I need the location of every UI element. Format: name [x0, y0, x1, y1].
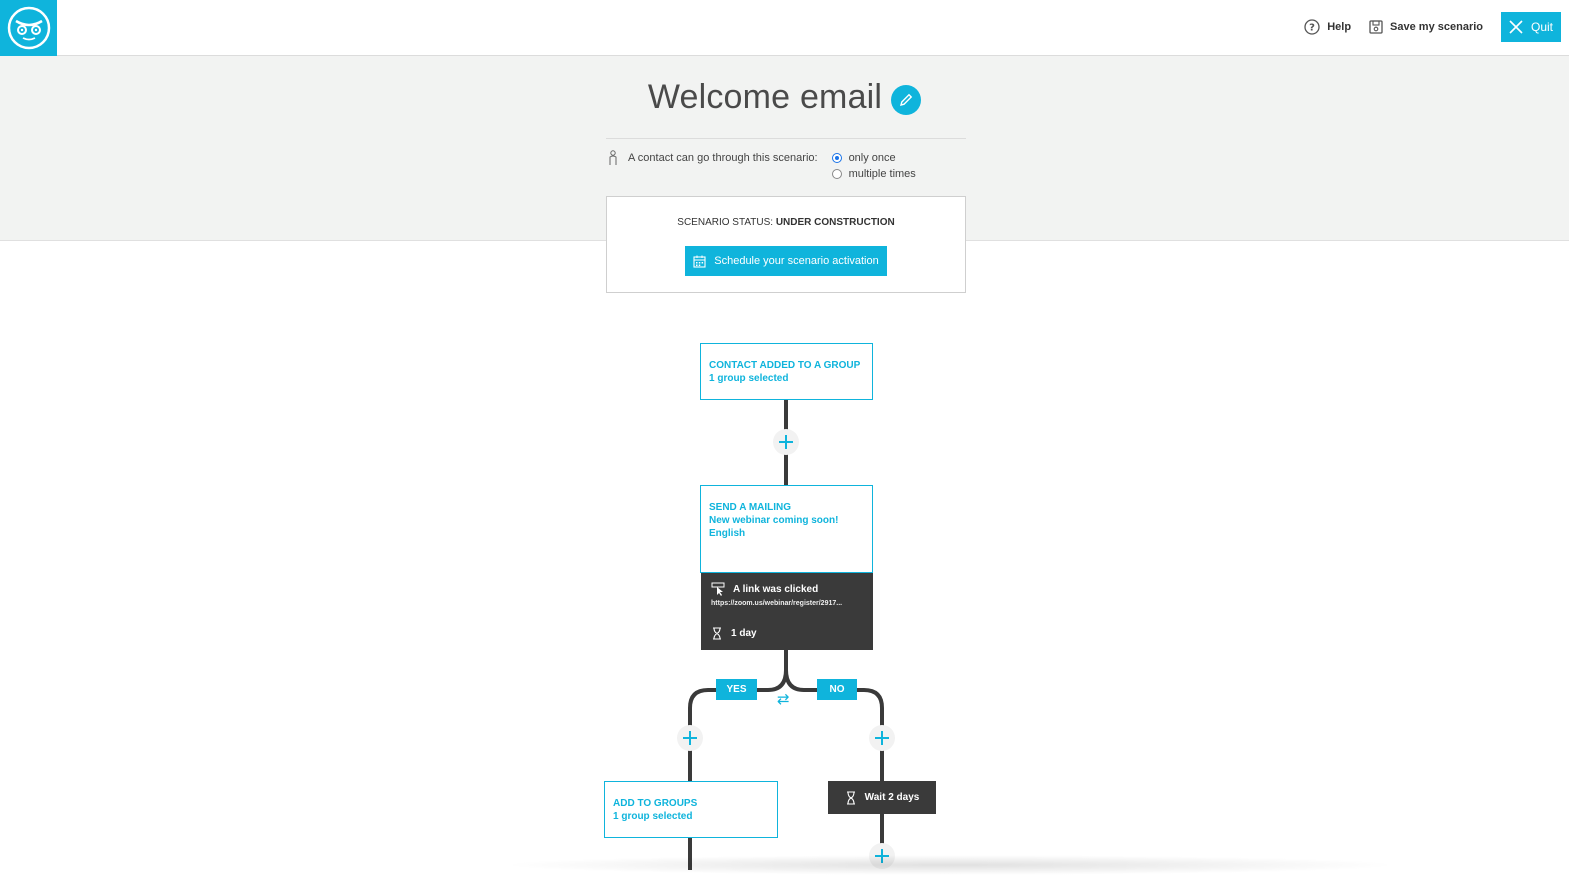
branch-connector	[688, 669, 884, 870]
quit-label: Quit	[1530, 20, 1553, 34]
person-icon	[609, 150, 617, 165]
page-title: Welcome email	[647, 78, 883, 116]
trigger-node[interactable]: CONTACT ADDED TO A GROUP 1 group selecte…	[700, 343, 873, 400]
status-panel: SCENARIO STATUS: UNDER CONSTRUCTION Sche…	[606, 196, 966, 293]
hourglass-icon	[713, 627, 721, 640]
help-icon: ?	[1304, 19, 1320, 35]
edit-title-button[interactable]	[891, 84, 922, 115]
schedule-label: Schedule your scenario activation	[714, 255, 879, 267]
pencil-icon	[900, 93, 913, 106]
swap-icon[interactable]: ⇄	[777, 691, 790, 708]
condition-title-row: A link was clicked	[711, 582, 818, 596]
help-link[interactable]: ? Help	[1304, 12, 1351, 42]
mailing-name: New webinar coming soon!	[709, 515, 839, 526]
radio-once[interactable]	[831, 153, 842, 163]
status-value: UNDER CONSTRUCTION	[775, 217, 895, 228]
condition-url: https://zoom.us/webinar/register/2917...	[711, 600, 843, 607]
calendar-icon	[693, 255, 706, 268]
yes-branch-tag[interactable]: YES	[716, 679, 757, 700]
logo[interactable]	[0, 0, 57, 56]
connector	[784, 650, 788, 672]
save-icon	[1369, 20, 1383, 34]
frequency-label: A contact can go through this scenario:	[628, 152, 818, 164]
send-mailing-node[interactable]: SEND A MAILING New webinar coming soon! …	[700, 485, 873, 573]
plus-icon	[779, 435, 793, 449]
condition-node[interactable]: A link was clicked https://zoom.us/webin…	[701, 573, 873, 650]
radio-option-multiple[interactable]: multiple times	[831, 166, 916, 182]
add-step-button-no[interactable]	[869, 725, 895, 751]
condition-title: A link was clicked	[733, 583, 819, 595]
add-step-button[interactable]	[773, 429, 799, 455]
frequency-radio-group: only once multiple times	[831, 150, 916, 182]
add-step-button-no-2[interactable]	[869, 843, 895, 869]
status-prefix: SCENARIO STATUS:	[677, 217, 776, 228]
plus-icon	[683, 731, 697, 745]
radio-option-once[interactable]: only once	[831, 150, 916, 166]
schedule-activation-button[interactable]: Schedule your scenario activation	[685, 246, 887, 276]
plus-icon	[875, 731, 889, 745]
radio-multiple[interactable]	[831, 169, 842, 179]
add-groups-sub: 1 group selected	[613, 811, 693, 822]
hourglass-icon	[846, 790, 855, 805]
condition-delay-row: 1 day	[711, 627, 757, 640]
no-branch-tag[interactable]: NO	[817, 679, 857, 700]
help-label: Help	[1327, 21, 1352, 33]
close-icon	[1509, 20, 1523, 34]
top-bar: ? Help Save my scenario Quit	[0, 0, 1569, 56]
trigger-sub: 1 group selected	[709, 373, 789, 384]
divider	[606, 138, 966, 139]
owl-logo-icon	[7, 6, 50, 50]
wait-label: Wait 2 days	[864, 792, 920, 803]
frequency-setting: A contact can go through this scenario: …	[608, 150, 916, 182]
plus-icon	[875, 849, 889, 863]
mailing-title: SEND A MAILING	[709, 502, 792, 513]
mailing-language: English	[709, 528, 746, 539]
add-groups-title: ADD TO GROUPS	[613, 798, 698, 809]
add-step-button-yes[interactable]	[677, 725, 703, 751]
condition-delay: 1 day	[731, 628, 757, 639]
radio-multiple-label: multiple times	[848, 168, 916, 180]
add-to-groups-node[interactable]: ADD TO GROUPS 1 group selected	[604, 781, 778, 838]
save-label: Save my scenario	[1390, 21, 1483, 33]
status-text: SCENARIO STATUS: UNDER CONSTRUCTION	[607, 217, 965, 228]
title-area: Welcome email	[0, 78, 1569, 117]
wait-node[interactable]: Wait 2 days	[828, 781, 936, 814]
save-scenario-link[interactable]: Save my scenario	[1369, 12, 1483, 42]
frequency-label-wrap: A contact can go through this scenario:	[608, 150, 818, 166]
trigger-title: CONTACT ADDED TO A GROUP	[709, 360, 861, 371]
quit-button[interactable]: Quit	[1501, 12, 1561, 42]
cursor-link-icon	[711, 582, 725, 596]
svg-text:?: ?	[1309, 23, 1315, 34]
radio-once-label: only once	[848, 152, 896, 164]
bottom-shadow	[500, 855, 1400, 875]
